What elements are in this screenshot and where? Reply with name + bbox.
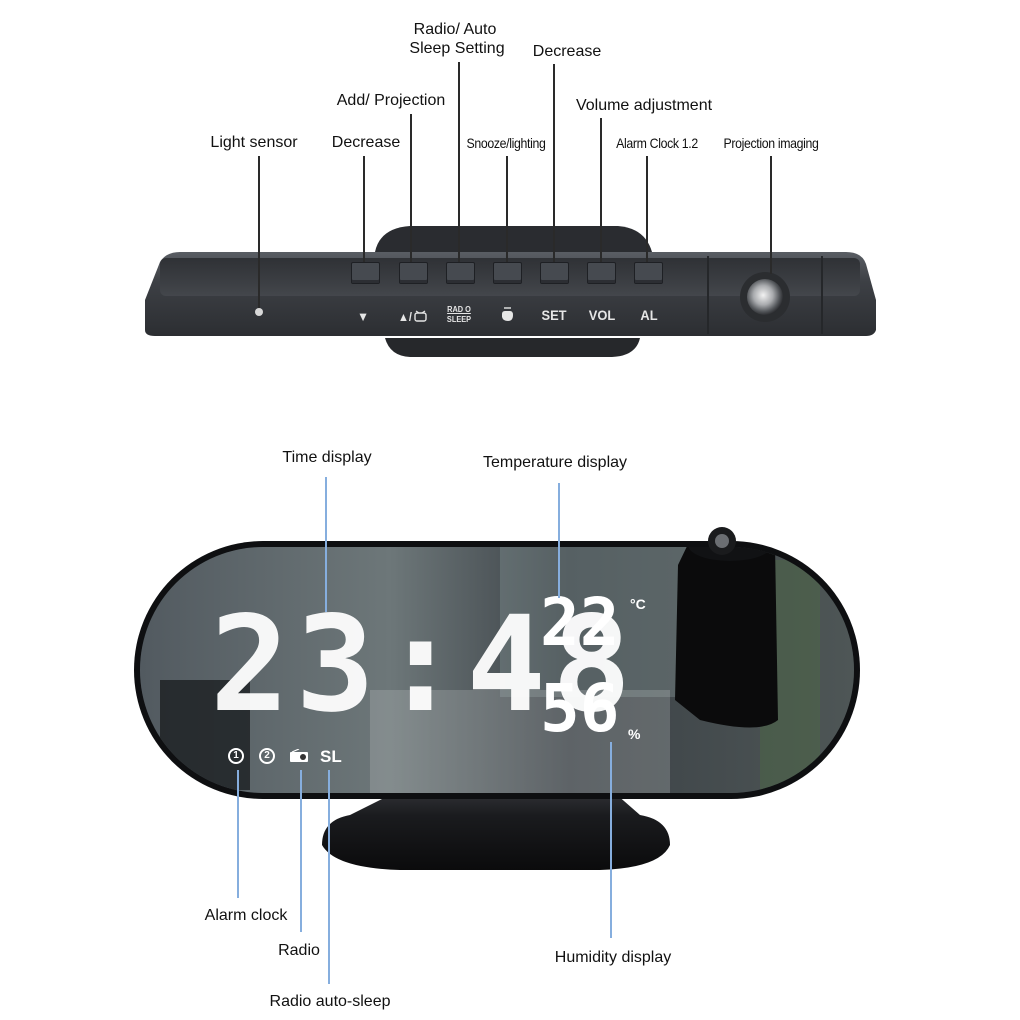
humidity-unit: % xyxy=(628,726,640,742)
label-projection-imaging: Projection imaging xyxy=(723,134,818,153)
alarm-1-number: 1 xyxy=(233,750,239,761)
leader-temperature xyxy=(558,483,560,598)
leader-radio-sleep xyxy=(458,62,460,262)
alarm-up-icon xyxy=(413,309,429,323)
label-time-display: Time display xyxy=(282,448,371,467)
leader-projection xyxy=(770,156,772,274)
radio-label-top: RAD O xyxy=(447,305,471,314)
label-alarm-clock: Alarm clock xyxy=(205,906,288,925)
label-humidity-display: Humidity display xyxy=(555,948,671,967)
sleep-indicator: SL xyxy=(320,747,342,767)
leader-alarm-clock xyxy=(237,770,239,898)
leader-radio-auto-sleep xyxy=(328,770,330,984)
light-sensor-icon xyxy=(255,308,263,316)
al-label: AL xyxy=(640,307,657,323)
set-label: SET xyxy=(541,307,566,323)
decrease-button[interactable] xyxy=(351,262,380,284)
up-arrow-label: ▲/ xyxy=(398,310,412,324)
temperature-value: 22 xyxy=(540,588,619,658)
alarm-2-icon: 2 xyxy=(259,748,275,764)
radio-sleep-button[interactable] xyxy=(446,262,475,284)
add-projection-button[interactable] xyxy=(399,262,428,284)
leader-alarm xyxy=(646,156,648,262)
leader-decrease-1 xyxy=(363,156,365,262)
set-button[interactable] xyxy=(540,262,569,284)
alarm-button[interactable] xyxy=(634,262,663,284)
label-radio-auto-sleep: Radio auto-sleep xyxy=(270,992,391,1011)
alarm-2-number: 2 xyxy=(264,750,270,761)
down-arrow-label: ▼ xyxy=(357,309,369,324)
snooze-button[interactable] xyxy=(493,262,522,284)
snooze-hand-icon xyxy=(498,306,516,324)
leader-decrease-2 xyxy=(553,64,555,262)
leader-light-sensor xyxy=(258,156,260,308)
leader-add-projection xyxy=(410,114,412,262)
label-decrease-1: Decrease xyxy=(332,133,400,152)
label-alarm-clock-12: Alarm Clock 1.2 xyxy=(616,134,698,153)
label-radio: Radio xyxy=(278,941,320,960)
label-snooze-lighting: Snooze/lighting xyxy=(467,134,546,153)
leader-snooze xyxy=(506,156,508,262)
leader-volume xyxy=(600,118,602,262)
label-volume-adjustment: Volume adjustment xyxy=(576,96,712,115)
label-radio-auto-line2: Sleep Setting xyxy=(409,39,504,58)
label-temperature-display: Temperature display xyxy=(483,453,627,472)
leader-time-display xyxy=(325,477,327,612)
leader-radio xyxy=(300,770,302,932)
radio-label-bottom: SLEEP xyxy=(447,315,471,324)
temperature-unit: °C xyxy=(630,596,646,612)
humidity-value: 56 xyxy=(540,674,619,744)
label-add-projection: Add/ Projection xyxy=(337,91,446,110)
leader-humidity xyxy=(610,742,612,938)
label-decrease-2: Decrease xyxy=(533,42,601,61)
alarm-1-icon: 1 xyxy=(228,748,244,764)
vol-label: VOL xyxy=(589,307,615,323)
volume-button[interactable] xyxy=(587,262,616,284)
radio-icon xyxy=(289,749,309,763)
label-radio-auto-line1: Radio/ Auto xyxy=(414,20,497,39)
label-light-sensor: Light sensor xyxy=(210,133,297,152)
